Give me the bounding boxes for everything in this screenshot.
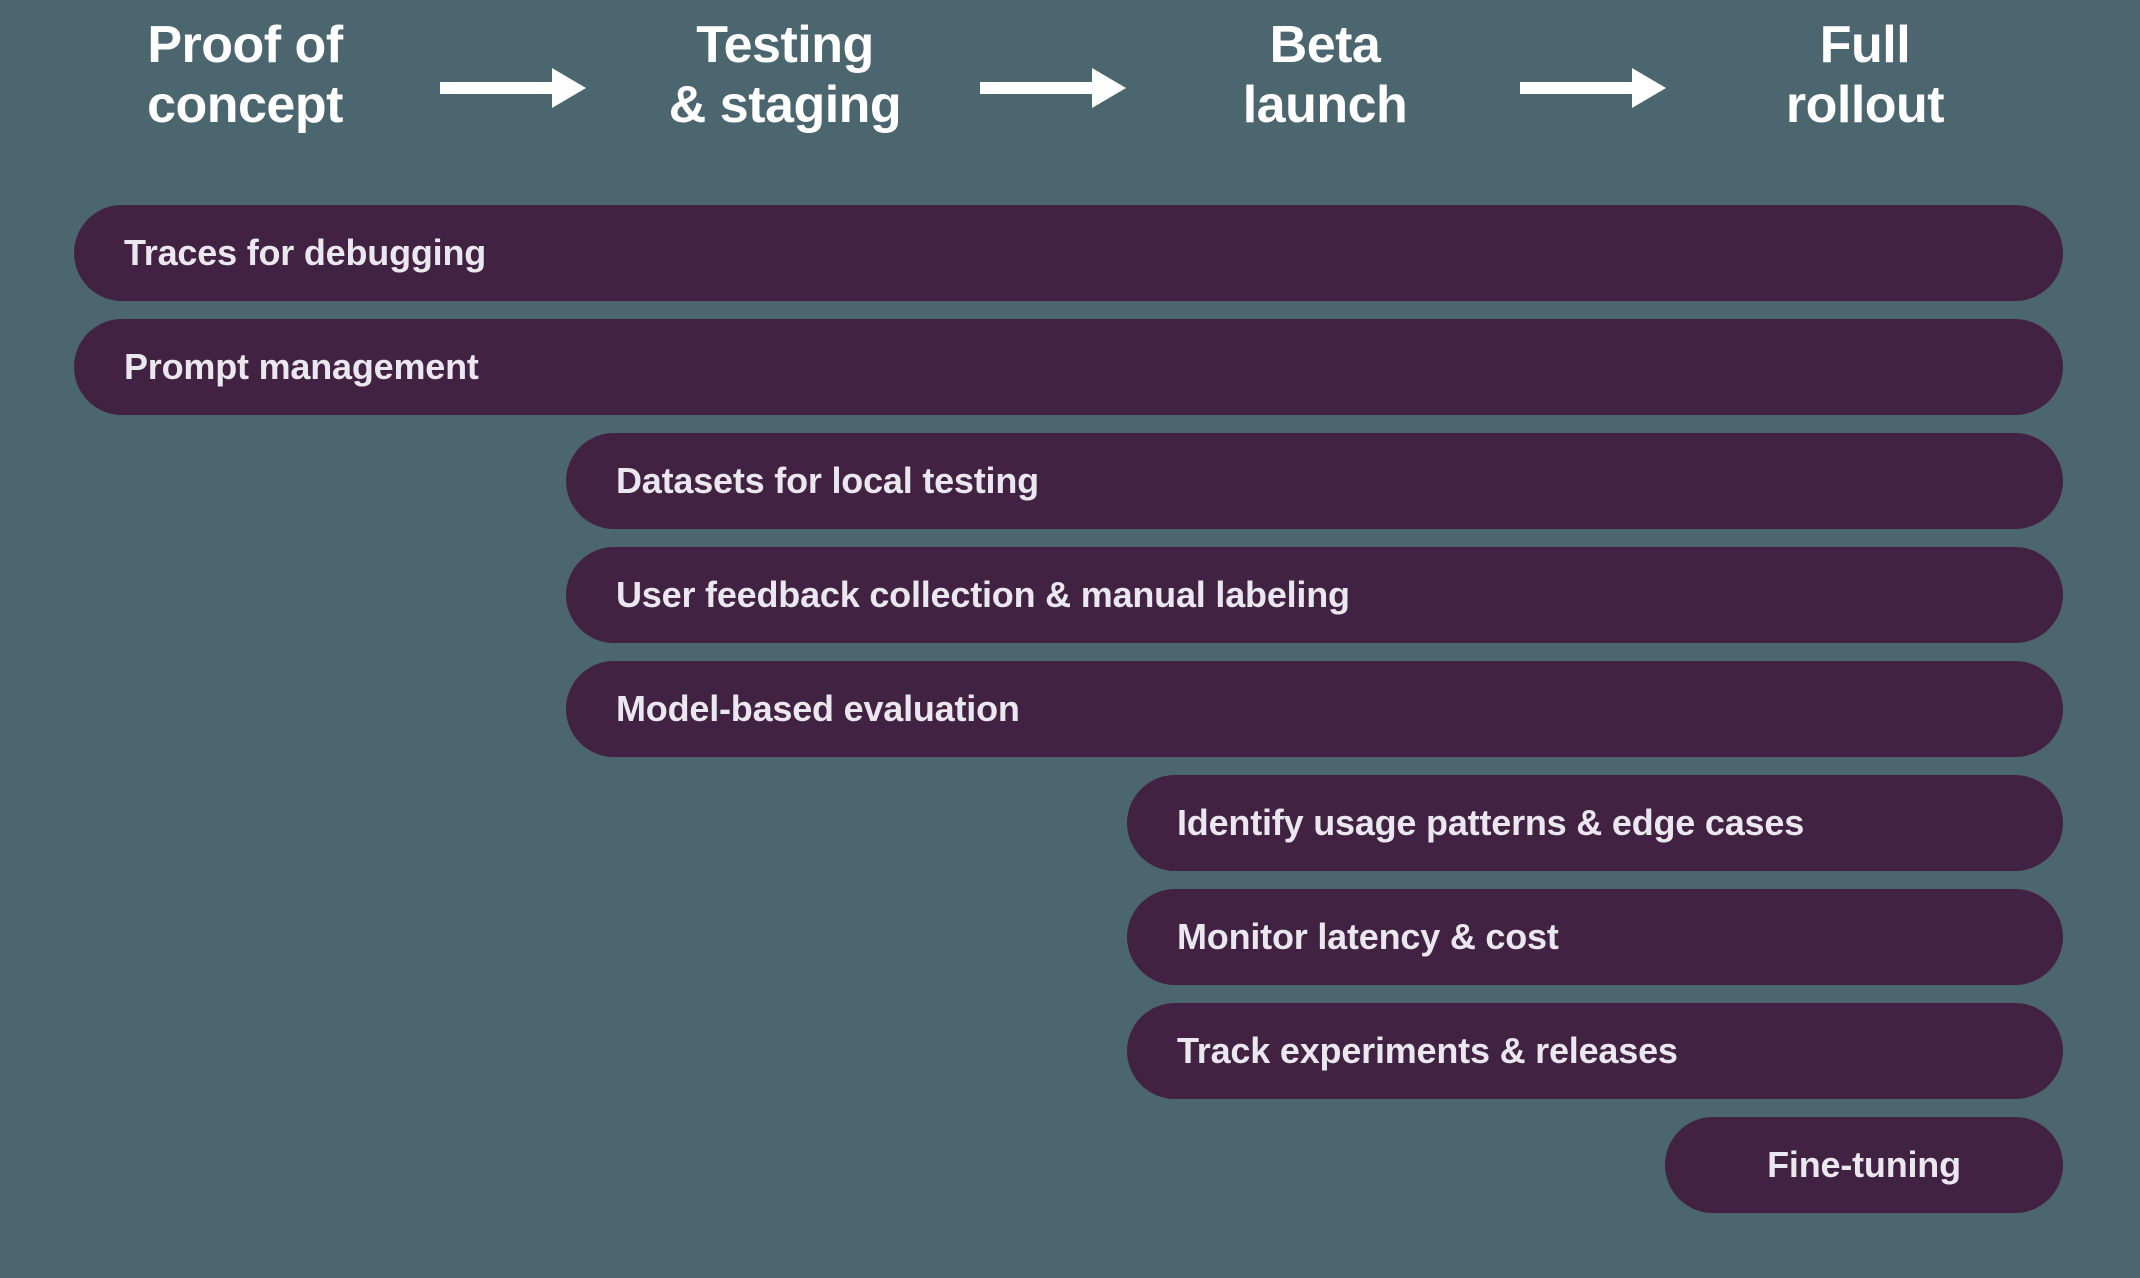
capability-bar-user-feedback-collection-and-manual-labeling[interactable]: User feedback collection & manual labeli… [566, 547, 2063, 643]
arrow-right-icon-1 [440, 68, 586, 108]
phase-label-beta-launch: Beta launch [1242, 16, 1408, 134]
arrow-shaft [440, 82, 558, 94]
capability-bar-track-experiments-and-releases[interactable]: Track experiments & releases [1127, 1003, 2063, 1099]
arrow-right-icon-3 [1520, 68, 1666, 108]
capability-bar-identify-usage-patterns-and-edge-cases[interactable]: Identify usage patterns & edge cases [1127, 775, 2063, 871]
capability-bar-label: Datasets for local testing [616, 460, 1039, 501]
capability-bar-fine-tuning[interactable]: Fine-tuning [1665, 1117, 2063, 1213]
capability-bar-model-based-evaluation[interactable]: Model-based evaluation [566, 661, 2063, 757]
phase-label-proof-of-concept: Proof of concept [147, 16, 343, 134]
capability-bar-traces-for-debugging[interactable]: Traces for debugging [74, 205, 2063, 301]
capability-bar-prompt-management[interactable]: Prompt management [74, 319, 2063, 415]
arrow-shaft [1520, 82, 1638, 94]
arrow-head [1092, 68, 1126, 108]
capability-bar-label: Identify usage patterns & edge cases [1177, 802, 1805, 843]
capability-bar-label: Track experiments & releases [1177, 1030, 1678, 1071]
phase-header-row: Proof of concept Testing & staging Beta … [0, 0, 2140, 190]
arrow-head [552, 68, 586, 108]
phase-label-full-rollout: Full rollout [1785, 16, 1945, 134]
arrow-shaft [980, 82, 1098, 94]
capability-bar-label: Monitor latency & cost [1177, 916, 1559, 957]
capability-bar-label: Prompt management [124, 346, 479, 387]
capability-bar-label: Traces for debugging [124, 232, 487, 273]
capability-bar-label: Fine-tuning [1767, 1144, 1961, 1185]
phase-label-testing-and-staging: Testing & staging [668, 16, 902, 134]
capability-bar-label: User feedback collection & manual labeli… [616, 574, 1350, 615]
capability-bar-label: Model-based evaluation [616, 688, 1020, 729]
arrow-head [1632, 68, 1666, 108]
capability-bar-monitor-latency-and-cost[interactable]: Monitor latency & cost [1127, 889, 2063, 985]
capability-bar-datasets-for-local-testing[interactable]: Datasets for local testing [566, 433, 2063, 529]
arrow-right-icon-2 [980, 68, 1126, 108]
